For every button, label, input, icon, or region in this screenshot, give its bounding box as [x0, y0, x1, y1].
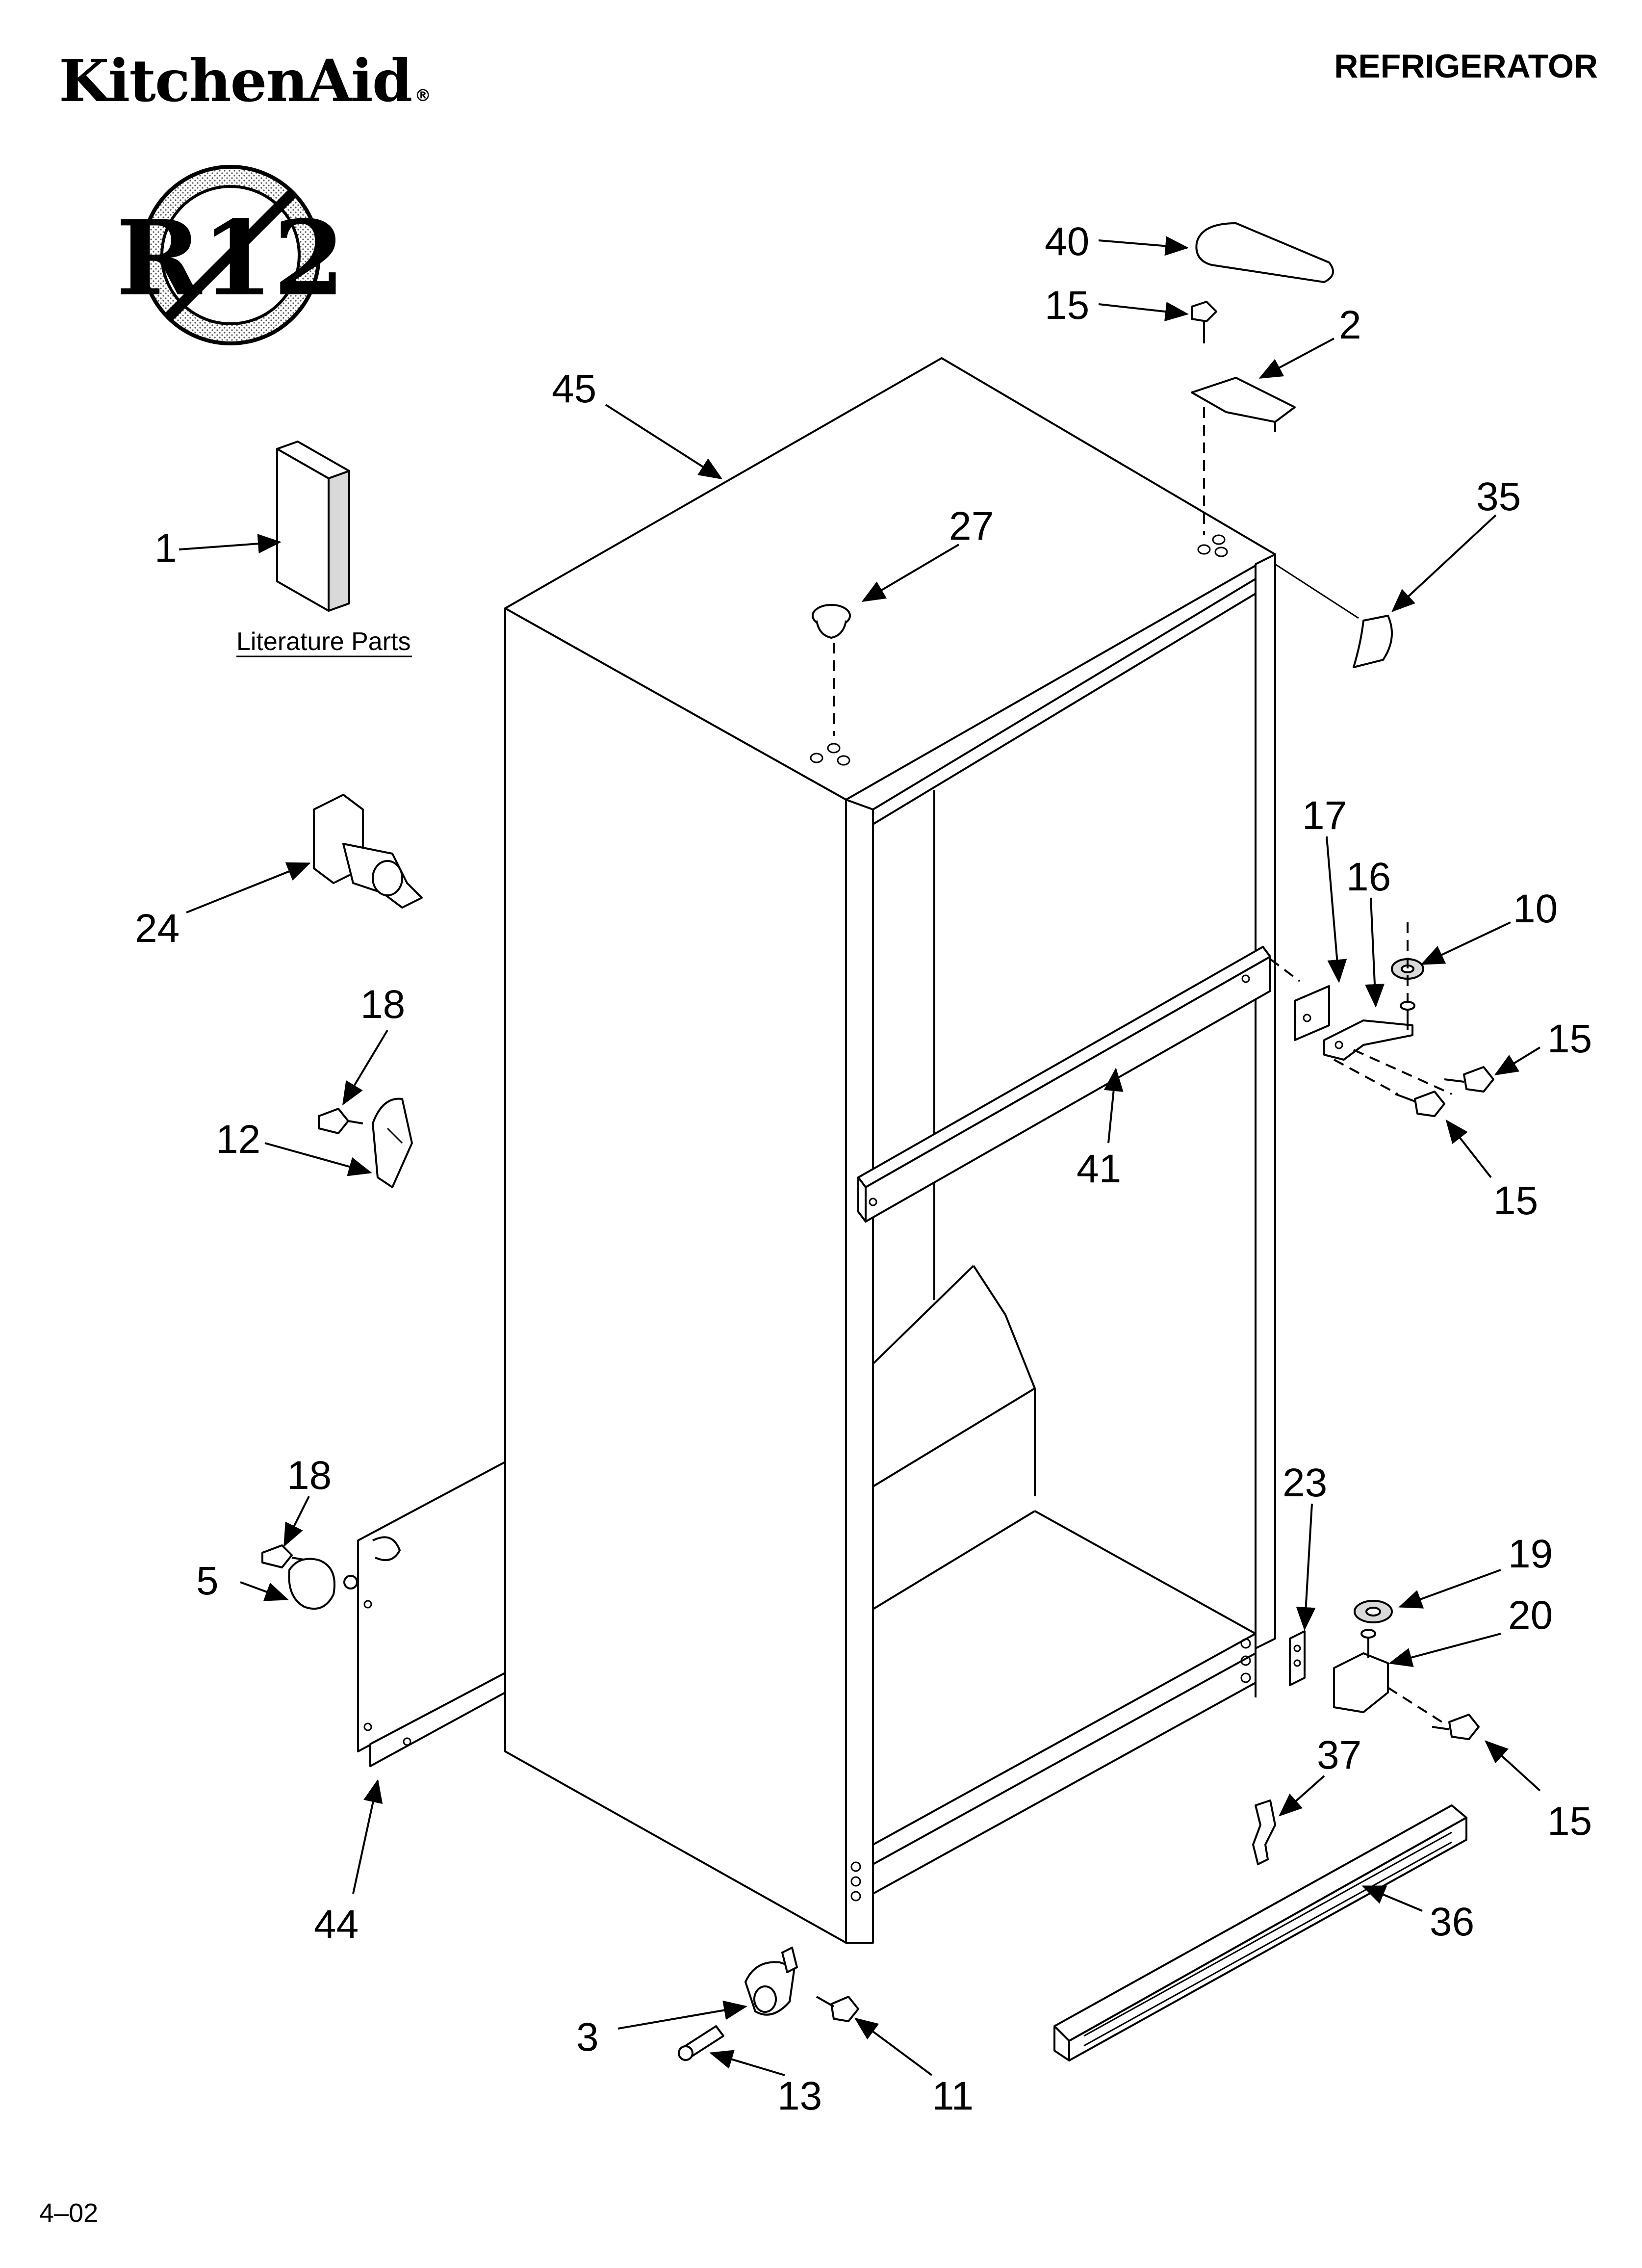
callout-arrows	[179, 236, 1541, 2076]
upper-screw-and-clip	[318, 1097, 413, 1188]
door-stop-bracket	[313, 794, 423, 909]
top-hinge-screw	[1191, 301, 1217, 343]
hinge-cover	[1195, 222, 1334, 283]
callout-24: 24	[135, 906, 180, 951]
callout-5: 5	[196, 1559, 219, 1603]
hinge-screw-guide-2	[1334, 1059, 1398, 1095]
literature-booklet	[276, 441, 350, 612]
callout-15-center: 15	[1547, 1017, 1592, 1061]
kitchenaid-logo: KitchenAid®	[59, 47, 431, 115]
callout-15-top: 15	[1045, 283, 1089, 328]
lower-screw-and-clip	[261, 1536, 401, 1610]
callout-13: 13	[777, 2074, 822, 2118]
callout-labels: 40 15 2 45 35 1 27 17 16 10 15 24 18 12 …	[135, 219, 1592, 2118]
shim-plate	[1289, 1630, 1306, 1686]
callout-15-bottom: 15	[1547, 1799, 1592, 1844]
no-r12-badge: R12	[116, 165, 345, 345]
center-hinge-bracket	[1294, 985, 1330, 1041]
callout-35: 35	[1476, 474, 1521, 519]
callout-37: 37	[1317, 1733, 1361, 1777]
callout-15-lower-center: 15	[1493, 1178, 1538, 1223]
callout-41: 41	[1077, 1147, 1121, 1191]
callout-40: 40	[1045, 219, 1089, 264]
center-hinge-screw-2	[1395, 1091, 1445, 1117]
revision-code: 4–02	[39, 2198, 99, 2228]
hinge-screw-guide-1	[1353, 1049, 1452, 1095]
roller-bracket	[744, 1947, 798, 2016]
callout-18-upper: 18	[360, 982, 405, 1027]
rail-to-hinge-guide	[1269, 958, 1301, 982]
callout-27: 27	[949, 504, 994, 548]
literature-parts-label: Literature Parts	[236, 627, 411, 656]
callout-23: 23	[1283, 1460, 1327, 1505]
center-hinge-washer	[1391, 922, 1424, 1001]
callout-36: 36	[1430, 1900, 1474, 1944]
callout-3: 3	[576, 2015, 599, 2059]
callout-45: 45	[552, 366, 596, 411]
callout-12: 12	[216, 1117, 260, 1162]
callout-1: 1	[154, 526, 177, 571]
cabinet	[504, 357, 1276, 1944]
callout-17: 17	[1302, 793, 1347, 838]
bottom-hinge-washer	[1354, 1600, 1393, 1623]
top-cover-plug	[810, 604, 851, 766]
grille-clip	[1252, 1799, 1276, 1865]
roller-pin	[678, 2025, 724, 2061]
roller-screw	[816, 1996, 859, 2022]
center-hinge-screw-1	[1444, 1066, 1494, 1093]
page-title: REFRIGERATOR	[1334, 48, 1598, 85]
callout-44: 44	[314, 1902, 359, 1947]
callout-2: 2	[1339, 303, 1361, 347]
callout-19: 19	[1508, 1532, 1553, 1576]
bottom-hinge	[1333, 1629, 1443, 1723]
callout-11: 11	[932, 2074, 974, 2118]
callout-10: 10	[1513, 886, 1558, 931]
callout-18-lower: 18	[287, 1453, 332, 1498]
hinge-pin-cover	[1275, 563, 1393, 668]
toe-grille	[1053, 1804, 1467, 2061]
registered-mark: ®	[414, 86, 431, 105]
callout-20: 20	[1508, 1593, 1553, 1638]
side-panel	[357, 1461, 506, 1767]
callout-16: 16	[1346, 855, 1391, 899]
brand-name: KitchenAid	[59, 47, 412, 115]
cross-rail	[857, 946, 1271, 1223]
center-hinge	[1323, 1001, 1415, 1061]
bottom-hinge-screw	[1432, 1714, 1480, 1740]
top-hinge	[1191, 377, 1296, 557]
